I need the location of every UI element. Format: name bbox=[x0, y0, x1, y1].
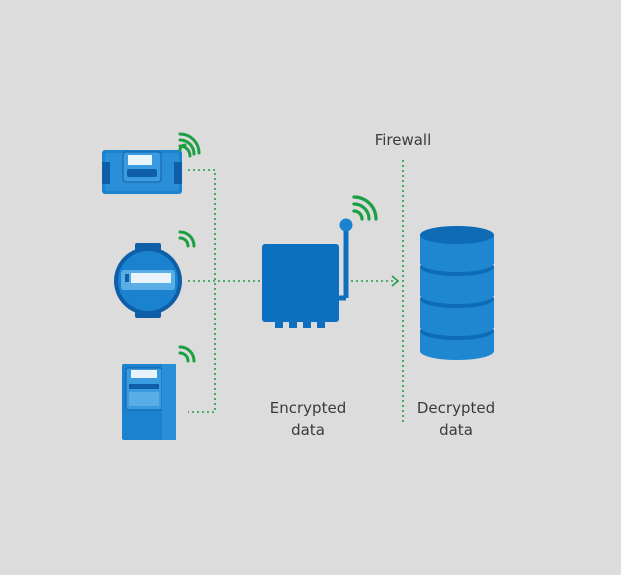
decrypted-label-line2: data bbox=[439, 421, 473, 439]
decrypted-label-line1: Decrypted bbox=[416, 399, 496, 417]
wifi-signal-icon bbox=[178, 345, 196, 363]
database-icon bbox=[420, 226, 494, 360]
encrypted-label-line1: Encrypted bbox=[269, 399, 347, 417]
gateway-icon bbox=[262, 218, 353, 328]
box-meter-icon bbox=[122, 364, 176, 440]
flow-meter-icon bbox=[102, 150, 182, 194]
firewall-label-text: Firewall bbox=[374, 131, 432, 149]
decrypted-data-label: Decrypted data bbox=[406, 397, 506, 441]
encrypted-data-label: Encrypted data bbox=[258, 397, 358, 441]
connectors bbox=[188, 169, 394, 413]
wifi-signal-icon bbox=[178, 230, 196, 248]
wifi-signal-icon bbox=[352, 195, 378, 221]
arrow-right-icon bbox=[391, 275, 400, 287]
firewall-label: Firewall bbox=[363, 129, 443, 151]
connector-line-top bbox=[188, 169, 216, 413]
round-meter-icon bbox=[114, 243, 182, 318]
encrypted-label-line2: data bbox=[291, 421, 325, 439]
wifi-signal-icon bbox=[178, 132, 201, 158]
